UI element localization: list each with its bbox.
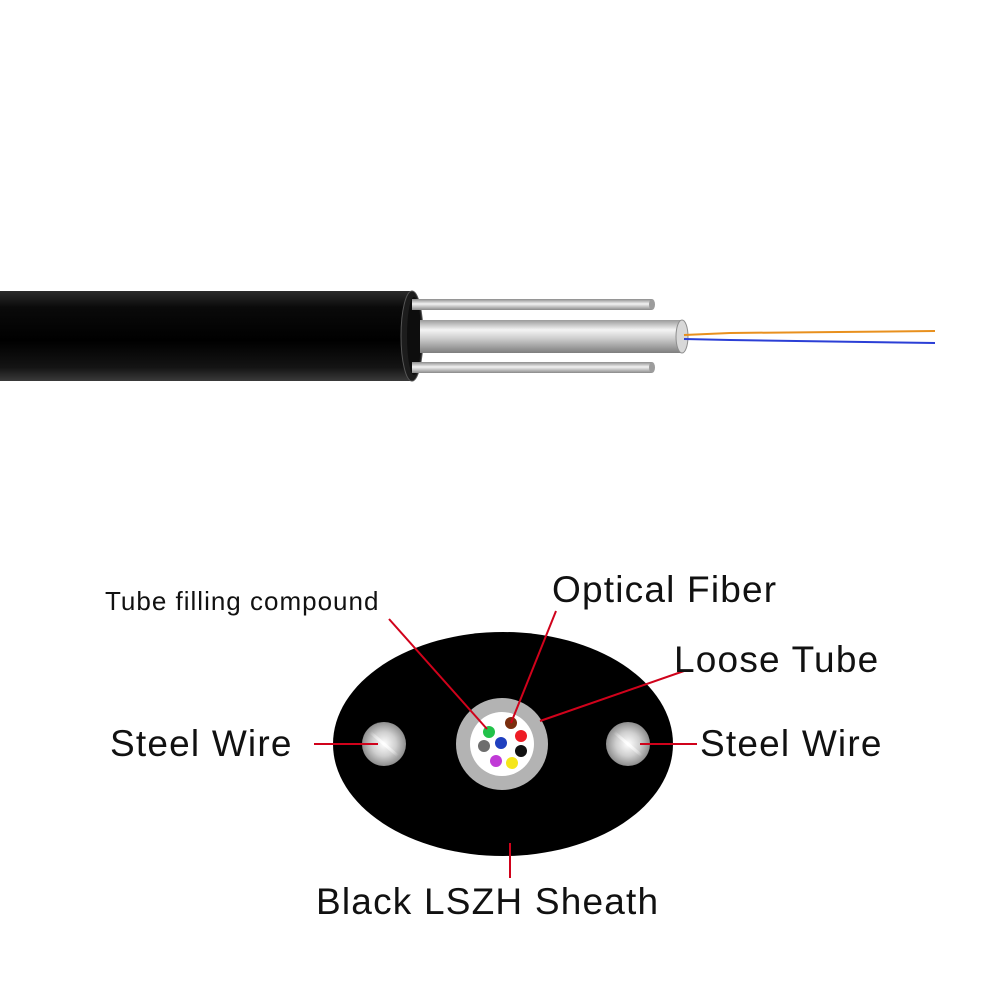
cable-side-view — [0, 290, 936, 382]
steel-wire-top — [412, 299, 652, 310]
fiber-blue-section — [495, 737, 507, 749]
jacket-cut-face — [407, 297, 421, 375]
fiber-black — [515, 745, 527, 757]
leader-tube-filling — [388, 618, 488, 730]
label-loose-tube: Loose Tube — [674, 639, 879, 680]
loose-tube-end — [675, 319, 689, 354]
fiber-gray — [478, 740, 490, 752]
label-sheath: Black LSZH Sheath — [316, 881, 659, 922]
steel-wire-top-end — [649, 299, 655, 310]
label-steel-wire-right: Steel Wire — [700, 723, 883, 764]
label-tube-filling-compound: Tube filling compound — [105, 586, 379, 616]
steel-wire-bottom — [412, 362, 652, 373]
fiber-red — [515, 730, 527, 742]
loose-tube-side — [420, 320, 682, 353]
fiber-purple — [490, 755, 502, 767]
steel-wire-right-shine — [613, 730, 643, 758]
fiber-orange — [683, 330, 936, 336]
cable-jacket — [0, 291, 412, 381]
steel-wire-bottom-end — [649, 362, 655, 373]
cable-cross-section — [333, 632, 673, 856]
leader-optical-fiber — [510, 610, 557, 724]
label-steel-wire-left: Steel Wire — [110, 723, 293, 764]
steel-wire-left-shine — [369, 730, 399, 758]
leader-lines — [314, 610, 697, 878]
labels: Tube filling compound Optical Fiber Loos… — [105, 569, 883, 922]
fiber-yellow — [506, 757, 518, 769]
leader-loose-tube — [539, 670, 685, 722]
label-optical-fiber: Optical Fiber — [552, 569, 777, 610]
fiber-blue — [683, 338, 936, 344]
